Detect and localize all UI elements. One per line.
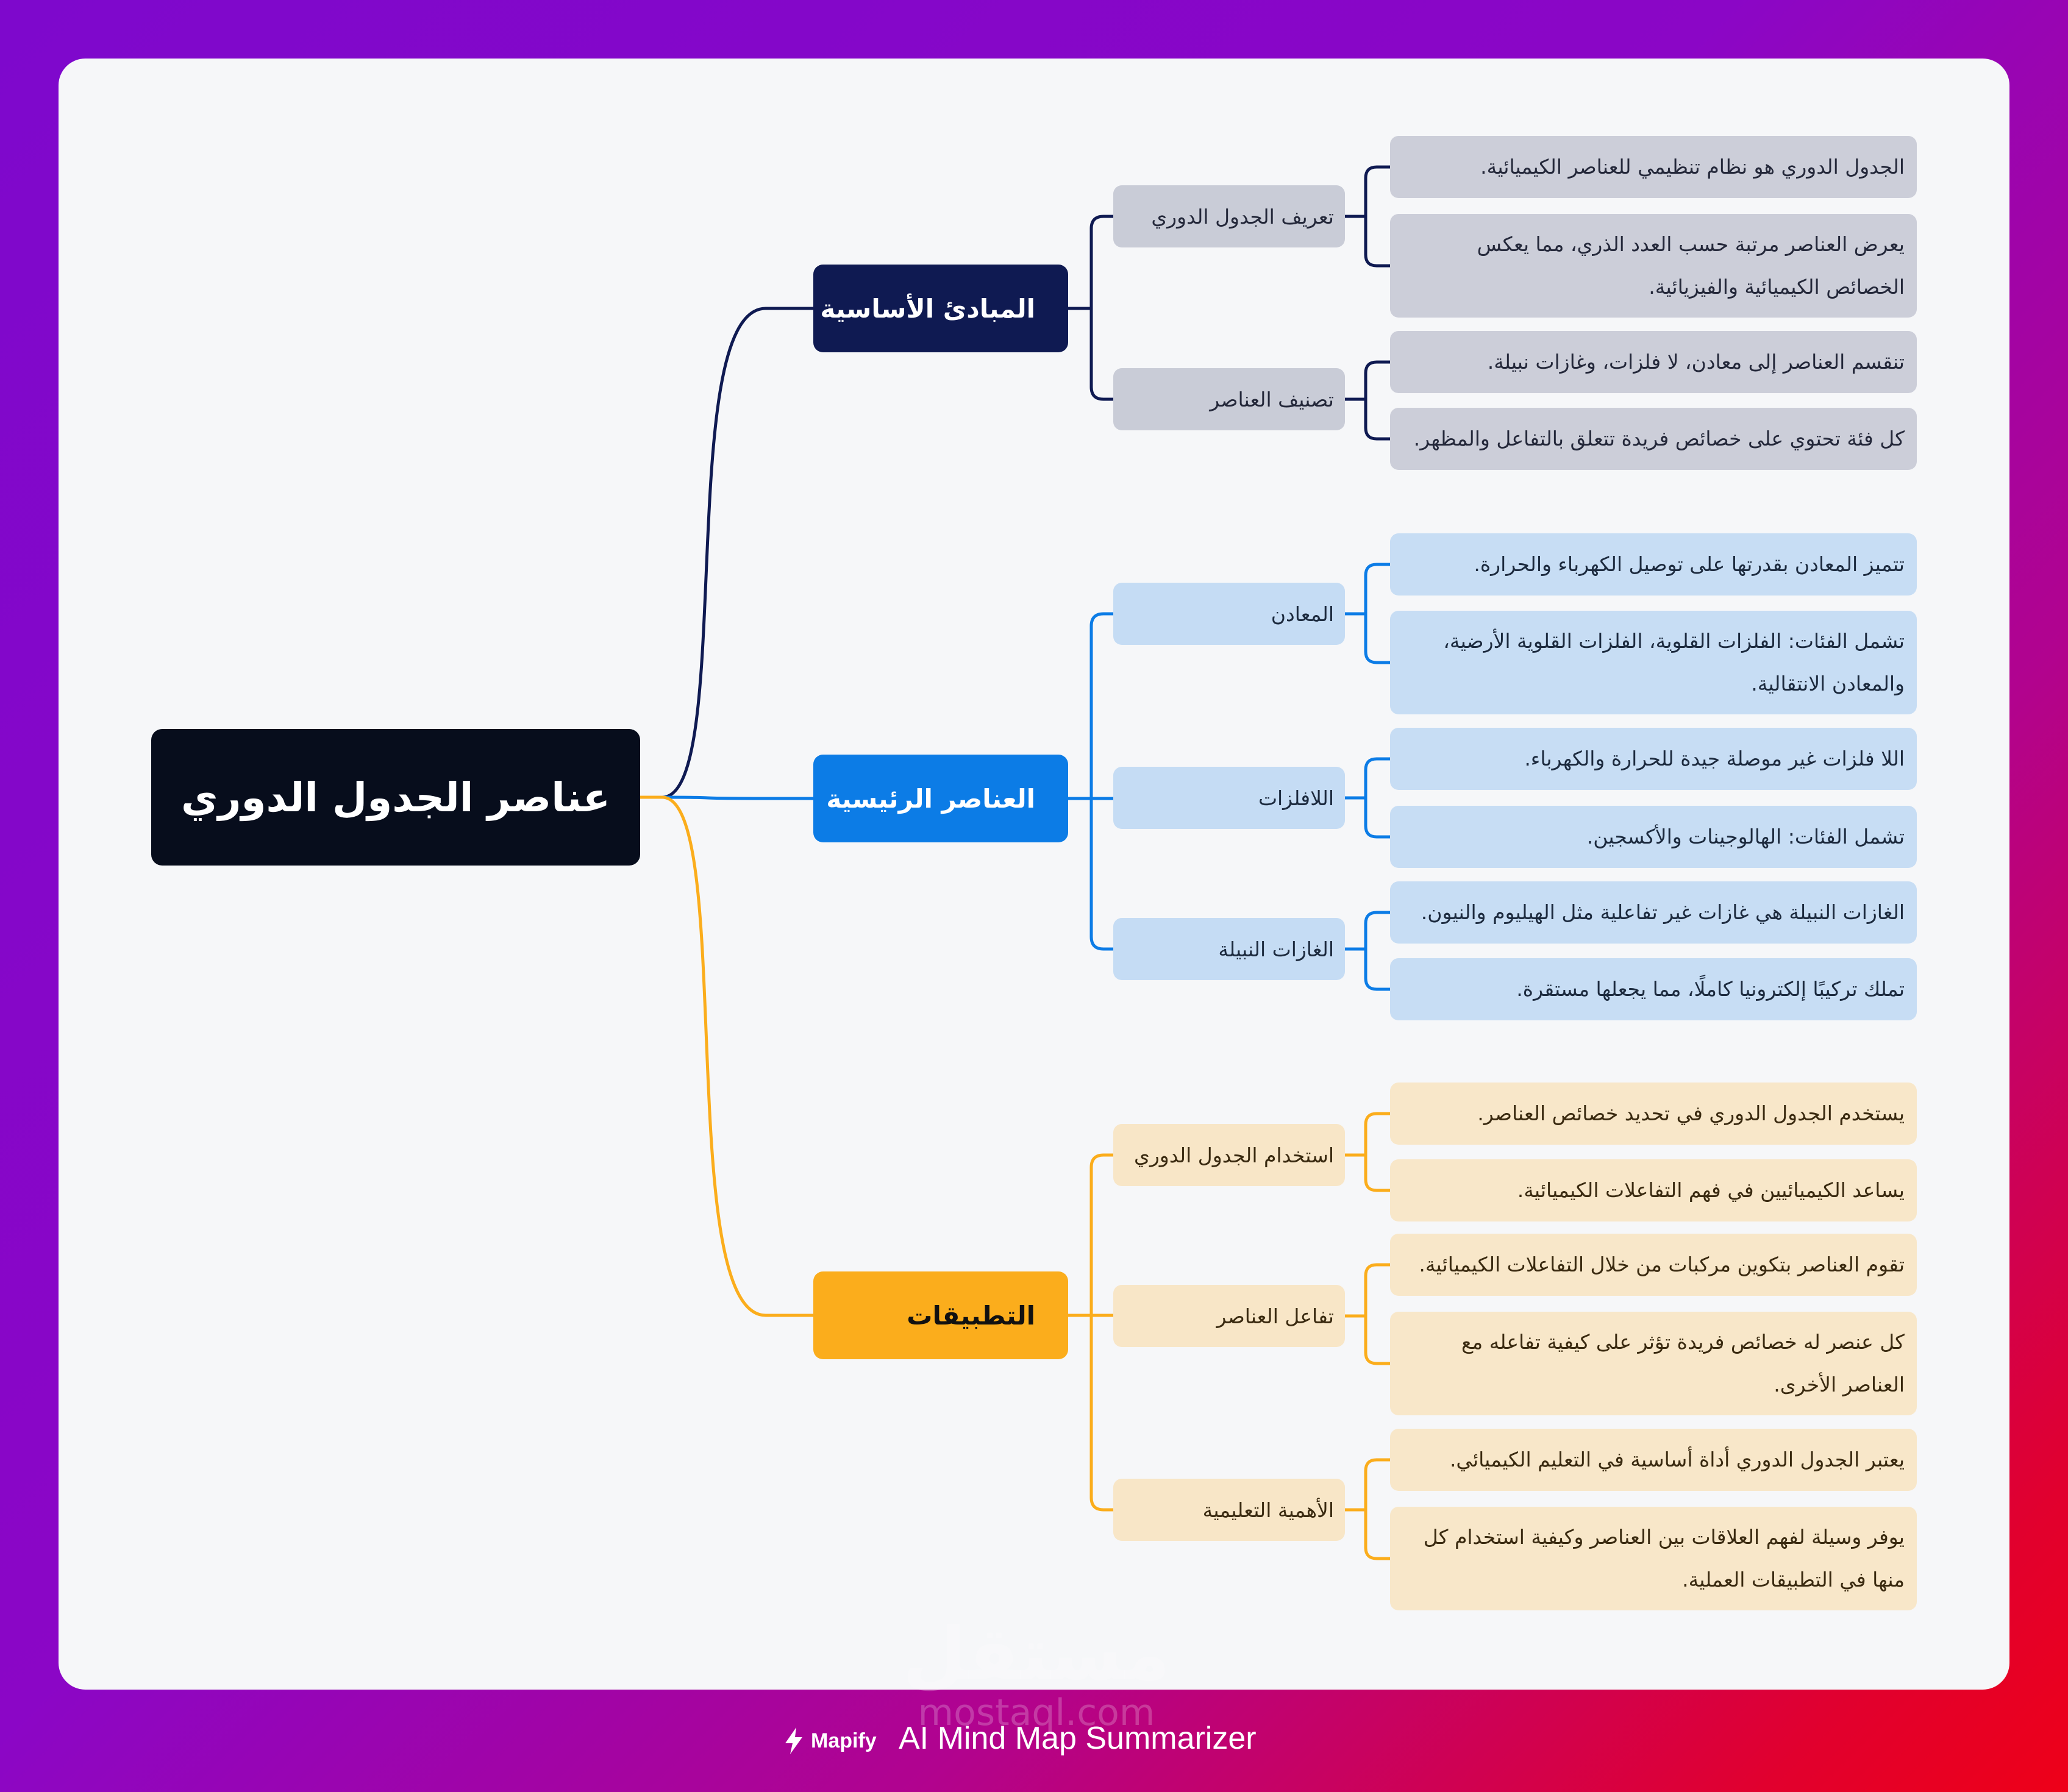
- leaf-connector: [1364, 1508, 1392, 1560]
- leaf-connector: [1364, 796, 1392, 839]
- leaf-note[interactable]: يوفر وسيلة لفهم العلاقات بين العناصر وكي…: [1390, 1507, 1917, 1610]
- root-node[interactable]: عناصر الجدول الدوري: [151, 729, 640, 866]
- topic-label: الأهمية التعليمية: [1202, 1498, 1334, 1522]
- leaf-note[interactable]: يعتبر الجدول الدوري أداة أساسية في التعل…: [1390, 1429, 1917, 1491]
- topic-nonmetals[interactable]: اللافلزات: [1113, 767, 1345, 829]
- leaf-note[interactable]: يعرض العناصر مرتبة حسب العدد الذري، مما …: [1390, 214, 1917, 318]
- branch-applications[interactable]: التطبيقات: [813, 1271, 1068, 1359]
- leaf-text: يساعد الكيميائيين في فهم التفاعلات الكيم…: [1517, 1178, 1905, 1202]
- leaf-note[interactable]: كل عنصر له خصائص فريدة تؤثر على كيفية تف…: [1390, 1312, 1917, 1415]
- leaf-text: يستخدم الجدول الدوري في تحديد خصائص العن…: [1477, 1101, 1905, 1125]
- root-connector: [638, 307, 815, 799]
- branch-label: المبادئ الأساسية: [820, 293, 1035, 324]
- sub-connector: [1089, 307, 1115, 401]
- lightning-icon: [785, 1727, 802, 1754]
- leaf-note[interactable]: تشمل الفئات: الفلزات القلوية، الفلزات ال…: [1390, 611, 1917, 714]
- leaf-connector: [1364, 397, 1392, 441]
- leaf-text: تشمل الفئات: الفلزات القلوية، الفلزات ال…: [1443, 629, 1905, 695]
- leaf-note[interactable]: تتميز المعادن بقدرتها على توصيل الكهرباء…: [1390, 533, 1917, 596]
- leaf-connector: [1364, 360, 1392, 401]
- branch-label: التطبيقات: [907, 1300, 1035, 1331]
- leaf-note[interactable]: تنقسم العناصر إلى معادن، لا فلزات، وغازا…: [1390, 331, 1917, 393]
- leaf-note[interactable]: تملك تركيبًا إلكترونيا كاملًا، مما يجعله…: [1390, 958, 1917, 1020]
- mind-map-canvas: عناصر الجدول الدوري المبادئ الأساسية تعر…: [59, 59, 2009, 1690]
- topic-element-reactions[interactable]: تفاعل العناصر: [1113, 1285, 1345, 1347]
- leaf-connector: [1364, 1112, 1392, 1157]
- leaf-text: تملك تركيبًا إلكترونيا كاملًا، مما يجعله…: [1516, 977, 1905, 1001]
- topic-periodic-table-definition[interactable]: تعريف الجدول الدوري: [1113, 185, 1345, 247]
- leaf-note[interactable]: يستخدم الجدول الدوري في تحديد خصائص العن…: [1390, 1083, 1917, 1145]
- topic-label: اللافلزات: [1258, 786, 1334, 810]
- root-connector: [638, 795, 815, 1317]
- leaf-connector: [1364, 1153, 1392, 1192]
- leaf-connector: [1364, 947, 1392, 991]
- topic-element-classification[interactable]: تصنيف العناصر: [1113, 368, 1345, 430]
- leaf-text: الجدول الدوري هو نظام تنظيمي للعناصر الك…: [1480, 155, 1905, 179]
- topic-label: تصنيف العناصر: [1210, 387, 1334, 411]
- leaf-text: اللا فلزات غير موصلة جيدة للحرارة والكهر…: [1524, 747, 1905, 770]
- topic-label: تفاعل العناصر: [1216, 1304, 1335, 1328]
- topic-educational-importance[interactable]: الأهمية التعليمية: [1113, 1479, 1345, 1541]
- topic-label: تعريف الجدول الدوري: [1151, 204, 1334, 229]
- sub-connector: [1089, 1314, 1115, 1512]
- topic-noble-gases[interactable]: الغازات النبيلة: [1113, 918, 1345, 980]
- leaf-note[interactable]: اللا فلزات غير موصلة جيدة للحرارة والكهر…: [1390, 728, 1917, 790]
- sub-connector: [1089, 797, 1115, 951]
- branch-label: العناصر الرئيسية: [826, 783, 1035, 814]
- leaf-text: كل فئة تحتوي على خصائص فريدة تتعلق بالتف…: [1413, 427, 1905, 450]
- topic-label: الغازات النبيلة: [1218, 937, 1334, 961]
- root-connector: [638, 795, 815, 800]
- topic-label: المعادن: [1271, 602, 1334, 626]
- topic-label: استخدام الجدول الدوري: [1134, 1143, 1334, 1167]
- leaf-connector: [1364, 1458, 1392, 1512]
- leaf-connector: [1364, 1263, 1392, 1318]
- branch-main-elements[interactable]: العناصر الرئيسية: [813, 755, 1068, 842]
- connector-lines: [638, 165, 1392, 1560]
- leaf-note[interactable]: يساعد الكيميائيين في فهم التفاعلات الكيم…: [1390, 1159, 1917, 1221]
- leaf-note[interactable]: تقوم العناصر بتكوين مركبات من خلال التفا…: [1390, 1234, 1917, 1296]
- leaf-note[interactable]: الجدول الدوري هو نظام تنظيمي للعناصر الك…: [1390, 136, 1917, 198]
- leaf-connector: [1364, 563, 1392, 616]
- leaf-text: يعتبر الجدول الدوري أداة أساسية في التعل…: [1449, 1448, 1905, 1471]
- leaf-connector: [1364, 165, 1392, 218]
- sub-connector: [1089, 1153, 1115, 1317]
- leaf-note[interactable]: كل فئة تحتوي على خصائص فريدة تتعلق بالتف…: [1390, 408, 1917, 470]
- topic-using-periodic-table[interactable]: استخدام الجدول الدوري: [1113, 1124, 1345, 1186]
- leaf-text: يعرض العناصر مرتبة حسب العدد الذري، مما …: [1477, 232, 1905, 299]
- leaf-connector: [1364, 1314, 1392, 1365]
- leaf-text: الغازات النبيلة هي غازات غير تفاعلية مثل…: [1421, 900, 1905, 924]
- leaf-text: تشمل الفئات: الهالوجينات والأكسجين.: [1586, 825, 1905, 848]
- topic-metals[interactable]: المعادن: [1113, 583, 1345, 645]
- root-label: عناصر الجدول الدوري: [180, 773, 611, 821]
- leaf-connector: [1364, 911, 1392, 951]
- sub-connector: [1089, 215, 1115, 310]
- leaf-note[interactable]: تشمل الفئات: الهالوجينات والأكسجين.: [1390, 806, 1917, 868]
- brand-name: Mapify: [811, 1729, 877, 1752]
- branch-basics[interactable]: المبادئ الأساسية: [813, 265, 1068, 352]
- leaf-note[interactable]: الغازات النبيلة هي غازات غير تفاعلية مثل…: [1390, 881, 1917, 944]
- leaf-connector: [1364, 757, 1392, 800]
- leaf-text: تقوم العناصر بتكوين مركبات من خلال التفا…: [1419, 1253, 1905, 1276]
- leaf-text: تتميز المعادن بقدرتها على توصيل الكهرباء…: [1474, 552, 1905, 576]
- mapify-logo[interactable]: Mapify: [782, 1724, 877, 1758]
- leaf-text: يوفر وسيلة لفهم العلاقات بين العناصر وكي…: [1423, 1525, 1905, 1591]
- sub-connector: [1089, 612, 1115, 800]
- leaf-connector: [1364, 612, 1392, 664]
- leaf-connector: [1364, 215, 1392, 268]
- footer-title: AI Mind Map Summarizer: [899, 1721, 1257, 1756]
- leaf-text: كل عنصر له خصائص فريدة تؤثر على كيفية تف…: [1461, 1330, 1905, 1396]
- leaf-text: تنقسم العناصر إلى معادن، لا فلزات، وغازا…: [1487, 350, 1905, 374]
